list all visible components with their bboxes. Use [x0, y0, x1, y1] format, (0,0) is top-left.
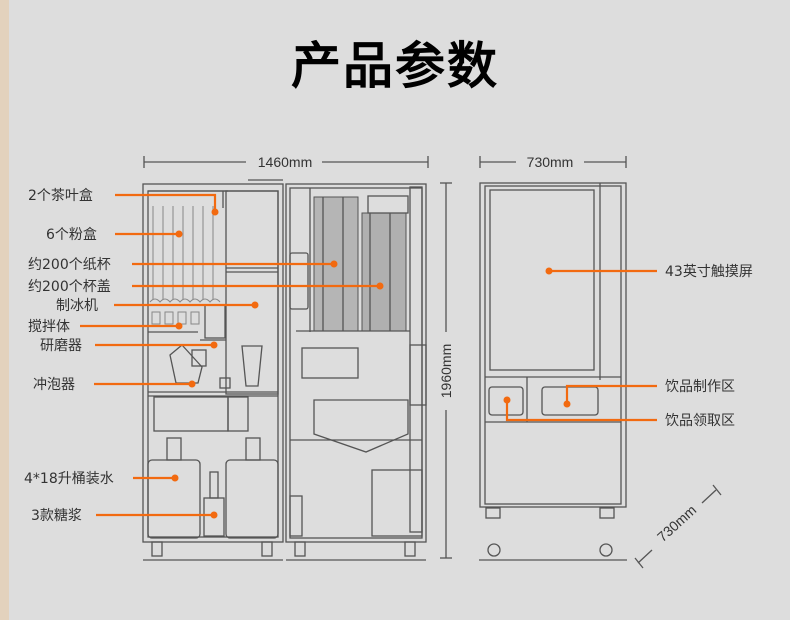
- depth-dimension: 730mm: [634, 484, 722, 569]
- front-left-cabinet: [142, 179, 284, 561]
- making-window: [541, 386, 599, 416]
- page-title: 产品参数: [291, 37, 499, 95]
- callout-brewer: 冲泡器: [33, 377, 196, 393]
- front-width-dimension: 1460mm: [143, 154, 429, 170]
- water-bottles: [147, 437, 279, 539]
- side-casters: [479, 507, 627, 561]
- side-width-label: 730mm: [527, 154, 574, 170]
- page-edge-strip: [0, 0, 9, 620]
- front-right-cabinet: [285, 183, 427, 561]
- callout-bottled-water: 4*18升桶装水: [24, 471, 179, 487]
- callout-mixers: 搅拌体: [28, 319, 183, 335]
- depth-label: 730mm: [654, 502, 699, 545]
- callout-paper-cups: 约200个纸杯: [28, 257, 338, 273]
- callout-touchscreen: 43英寸触摸屏: [545, 263, 753, 280]
- label-ice-maker: 制冰机: [56, 298, 98, 314]
- label-bottled-water: 4*18升桶装水: [24, 471, 114, 487]
- label-brewer: 冲泡器: [33, 377, 75, 393]
- brewer: [169, 339, 263, 389]
- callout-powder-boxes: 6个粉盒: [46, 226, 183, 243]
- touchscreen-outline: [489, 189, 595, 371]
- front-width-label: 1460mm: [258, 154, 312, 170]
- height-label: 1960mm: [438, 344, 454, 398]
- label-pickup-area: 饮品领取区: [665, 413, 735, 429]
- callout-grinder: 研磨器: [40, 338, 218, 354]
- callout-ice-maker: 制冰机: [56, 298, 259, 314]
- mixers: [148, 304, 226, 339]
- label-grinder: 研磨器: [40, 338, 82, 354]
- side-width-dimension: 730mm: [479, 154, 627, 170]
- callout-cup-lids: 约200个杯盖: [28, 279, 384, 295]
- front-right-casters: [286, 541, 426, 561]
- lid-stacks: [361, 212, 407, 332]
- side-view-cabinet: [479, 182, 627, 561]
- label-making-area: 饮品制作区: [665, 379, 735, 395]
- height-dimension: 1960mm: [438, 182, 454, 559]
- label-powder-boxes: 6个粉盒: [46, 226, 97, 243]
- label-mixers: 搅拌体: [28, 319, 70, 335]
- label-tea-boxes: 2个茶叶盒: [28, 187, 93, 204]
- label-paper-cups: 约200个纸杯: [28, 257, 111, 273]
- callout-making-area: 饮品制作区: [563, 379, 735, 408]
- label-touchscreen: 43英寸触摸屏: [665, 263, 753, 280]
- callout-syrups: 3款糖浆: [31, 508, 218, 524]
- powder-boxes: [149, 191, 224, 303]
- label-cup-lids: 约200个杯盖: [28, 279, 111, 295]
- label-syrups: 3款糖浆: [31, 508, 82, 524]
- callout-pickup-area: 饮品领取区: [503, 396, 735, 429]
- front-left-casters: [143, 541, 283, 561]
- syrup-bottle: [203, 471, 225, 537]
- callout-tea-boxes: 2个茶叶盒: [28, 187, 219, 216]
